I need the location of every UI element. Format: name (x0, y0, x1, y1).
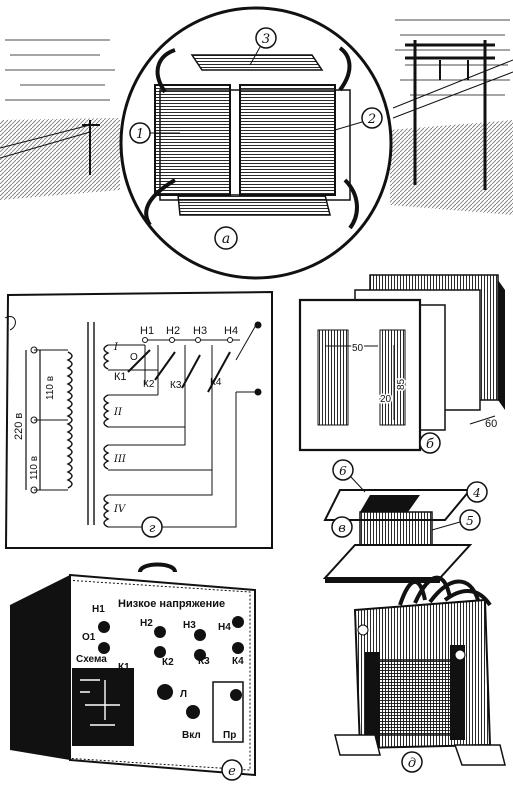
svg-text:220 в: 220 в (13, 413, 25, 440)
svg-text:85: 85 (396, 378, 407, 390)
svg-text:К2: К2 (143, 379, 155, 390)
scheme-window (72, 668, 134, 746)
svg-text:Л: Л (180, 689, 187, 700)
panel-letter-b: б (419, 432, 441, 454)
callout-5: 5 (431, 509, 481, 531)
panel-e-header: Низкое напряжение (118, 598, 225, 610)
callout-4: 4 (466, 481, 488, 503)
svg-text:Вкл: Вкл (182, 730, 201, 741)
svg-text:2: 2 (367, 112, 376, 127)
svg-text:в: в (338, 521, 346, 536)
svg-text:О1: О1 (82, 632, 96, 643)
svg-text:6: 6 (339, 464, 347, 478)
svg-text:60: 60 (485, 418, 497, 430)
svg-text:Схема: Схема (76, 654, 107, 665)
svg-text:Н4: Н4 (218, 622, 231, 633)
svg-text:О: О (130, 352, 138, 363)
svg-text:Н2: Н2 (166, 325, 180, 337)
svg-text:К1: К1 (114, 371, 127, 383)
power-pole-icon (405, 40, 495, 190)
panel-b-plates: 50 85 20 60 б (298, 274, 505, 454)
svg-text:3: 3 (262, 32, 270, 47)
svg-text:II: II (113, 407, 123, 418)
panel-e-case: Низкое напряжение Н1 Н2 Н3 Н4 О1 К1 К2 К… (10, 562, 256, 781)
svg-text:110 в: 110 в (29, 456, 40, 480)
svg-text:е: е (228, 764, 236, 779)
coil-2 (239, 84, 336, 196)
svg-text:Н4: Н4 (224, 325, 238, 337)
svg-text:5: 5 (466, 514, 474, 528)
panel-d-transformer: д (334, 575, 506, 773)
svg-text:К4: К4 (232, 656, 244, 667)
svg-text:Н2: Н2 (140, 618, 153, 629)
power-pole-icon (0, 120, 100, 175)
svg-text:Н3: Н3 (193, 325, 207, 337)
svg-text:К4: К4 (210, 377, 222, 388)
svg-text:Н1: Н1 (92, 604, 105, 615)
svg-text:б: б (426, 437, 434, 452)
panel-g-schematic: 220 в 110 в 110 в Н1 Н2 Н3 Н4 К1 К2 (4, 290, 273, 549)
svg-text:Н3: Н3 (183, 620, 196, 631)
panel-letter-a: а (214, 226, 238, 250)
panel-letter-g: г (141, 516, 163, 538)
svg-text:IV: IV (113, 504, 127, 515)
svg-text:4: 4 (472, 486, 481, 500)
svg-text:К1: К1 (118, 662, 130, 673)
panel-v-coil-frame: 6 4 5 в (322, 459, 488, 583)
panel-a-circle: 3 1 2 а (119, 6, 393, 280)
svg-text:К2: К2 (162, 657, 174, 668)
svg-text:г: г (149, 521, 156, 536)
tap-terminals: Н1 Н2 Н3 Н4 (92, 604, 244, 661)
svg-text:К3: К3 (170, 380, 182, 391)
panel-letter-e: е (221, 759, 243, 781)
coil-1 (154, 84, 231, 196)
svg-text:50: 50 (352, 343, 364, 354)
svg-text:110 в: 110 в (45, 376, 56, 400)
callout-3: 3 (249, 27, 277, 66)
svg-text:1: 1 (136, 127, 144, 142)
svg-text:К3: К3 (198, 656, 210, 667)
callout-2: 2 (334, 107, 383, 131)
callout-6: 6 (332, 459, 366, 493)
panel-a-landscape (0, 19, 513, 215)
panel-letter-d: д (401, 751, 423, 773)
callout-1: 1 (129, 122, 180, 144)
svg-text:20: 20 (380, 394, 392, 405)
svg-text:д: д (408, 756, 416, 771)
svg-text:III: III (113, 454, 127, 465)
panel-letter-v: в (331, 516, 353, 538)
svg-text:Пр: Пр (223, 730, 236, 741)
svg-text:Н1: Н1 (140, 325, 154, 337)
svg-text:I: I (113, 342, 119, 353)
svg-text:а: а (222, 231, 230, 247)
